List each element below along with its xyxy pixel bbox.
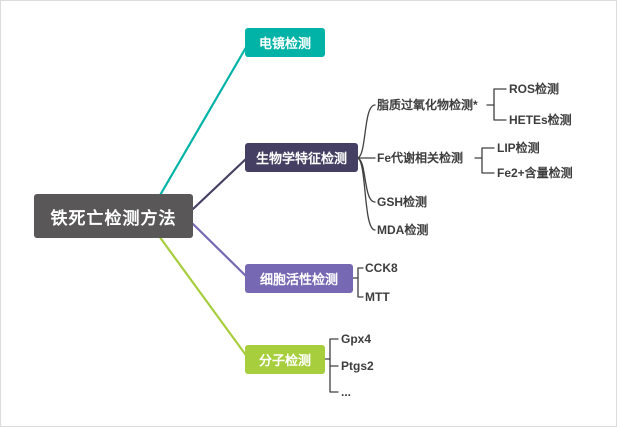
connector-root-cell — [191, 222, 250, 280]
branch-molecular-detection: 分子检测 — [245, 345, 325, 374]
connector-root-molecular — [157, 234, 250, 360]
node-fe2-content-detection: Fe2+含量检测 — [497, 166, 573, 180]
node-ptgs2: Ptgs2 — [341, 359, 374, 373]
connector-root-electron — [157, 42, 250, 199]
node-hetes-detection: HETEs检测 — [509, 113, 572, 127]
connector-bio-lipid — [356, 104, 376, 159]
node-ros-detection: ROS检测 — [509, 82, 560, 96]
connector-fe-children — [481, 147, 495, 174]
node-gsh-detection: GSH检测 — [377, 195, 428, 209]
connector-root-bio — [191, 155, 250, 211]
node-lip-detection: LIP检测 — [497, 141, 540, 155]
node-mtt: MTT — [365, 290, 390, 304]
node-lipid-peroxide-detection: 脂质过氧化物检测* — [377, 98, 478, 112]
node-ellipsis: ... — [341, 385, 352, 399]
node-mda-detection: MDA检测 — [377, 223, 429, 237]
node-cck8: CCK8 — [365, 261, 398, 275]
branch-cell-viability: 细胞活性检测 — [245, 264, 353, 293]
connector-cell-children — [357, 267, 364, 298]
connector-bio-mda — [356, 157, 376, 231]
node-gpx4: Gpx4 — [341, 332, 372, 346]
connector-lipid-children — [493, 88, 507, 121]
branch-electron-microscopy: 电镜检测 — [245, 28, 325, 57]
root-node-ferroptosis-methods: 铁死亡检测方法 — [34, 194, 193, 238]
node-fe-metabolism-detection: Fe代谢相关检测 — [377, 151, 464, 165]
branch-biological-features: 生物学特征检测 — [245, 143, 358, 172]
